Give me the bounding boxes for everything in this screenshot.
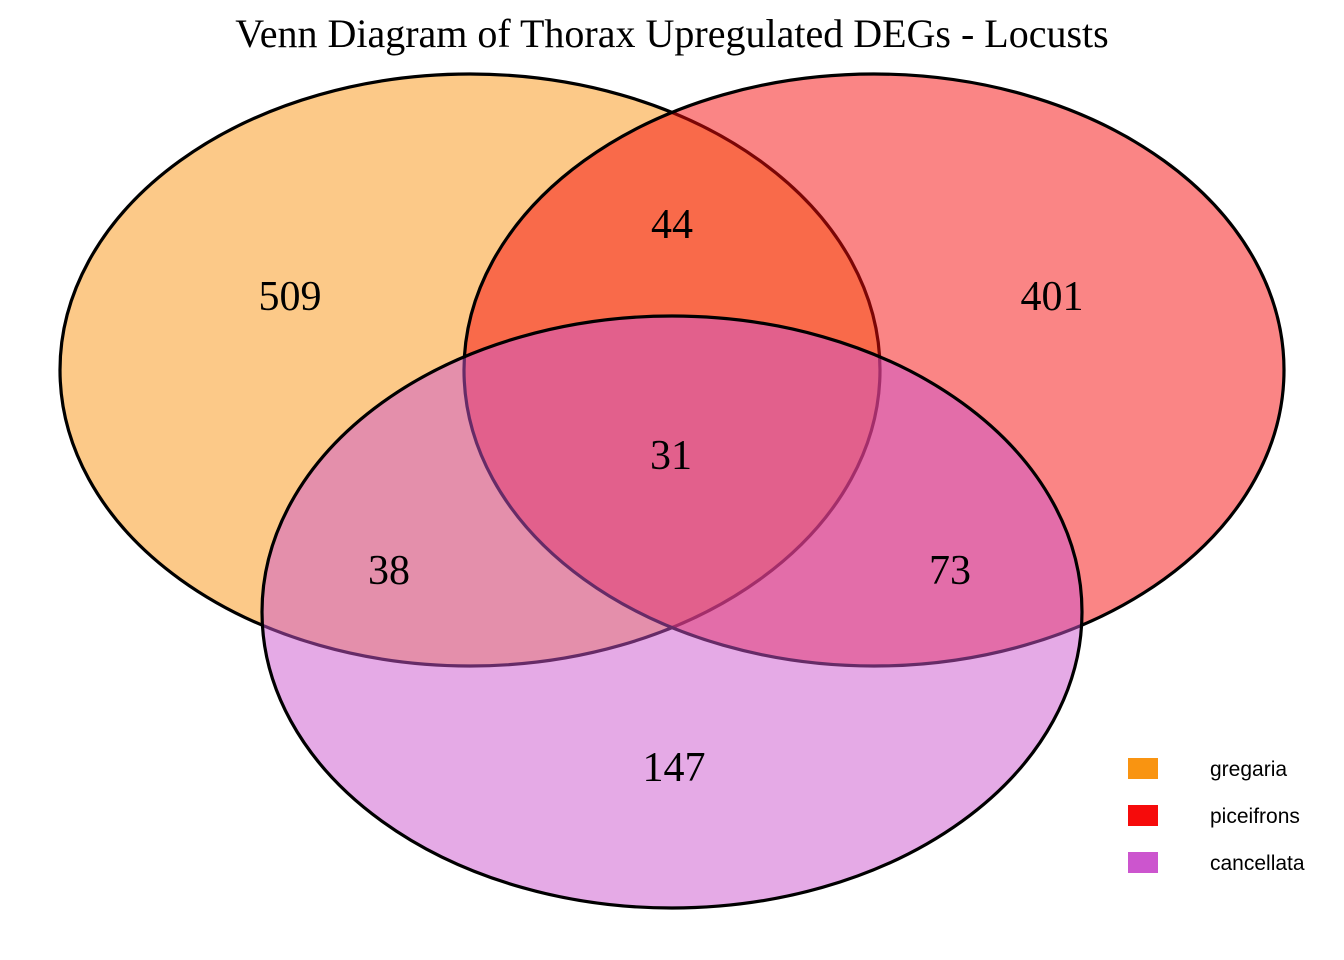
count-gregaria-only: 509 (259, 274, 322, 320)
count-piceifrons-only: 401 (1021, 274, 1084, 320)
legend-swatch-cancellata (1128, 852, 1158, 873)
legend-label-piceifrons: piceifrons (1210, 805, 1300, 828)
legend-label-cancellata: cancellata (1210, 852, 1305, 875)
count-all-three: 31 (650, 433, 692, 479)
count-cancellata-only: 147 (643, 745, 706, 791)
legend-swatch-gregaria (1128, 758, 1158, 779)
chart-title: Venn Diagram of Thorax Upregulated DEGs … (235, 11, 1108, 56)
count-gregaria-piceifrons: 44 (651, 202, 693, 248)
venn-ellipses (58, 72, 1286, 910)
legend-swatch-piceifrons (1128, 805, 1158, 826)
count-gregaria-cancellata: 38 (368, 548, 410, 594)
region-count-labels: 509 44 401 31 38 73 147 (259, 202, 1084, 791)
legend-label-gregaria: gregaria (1210, 758, 1287, 781)
count-piceifrons-cancellata: 73 (929, 548, 971, 594)
cancellata-ellipse (260, 314, 1084, 910)
legend: gregaria piceifrons cancellata (1128, 758, 1305, 875)
